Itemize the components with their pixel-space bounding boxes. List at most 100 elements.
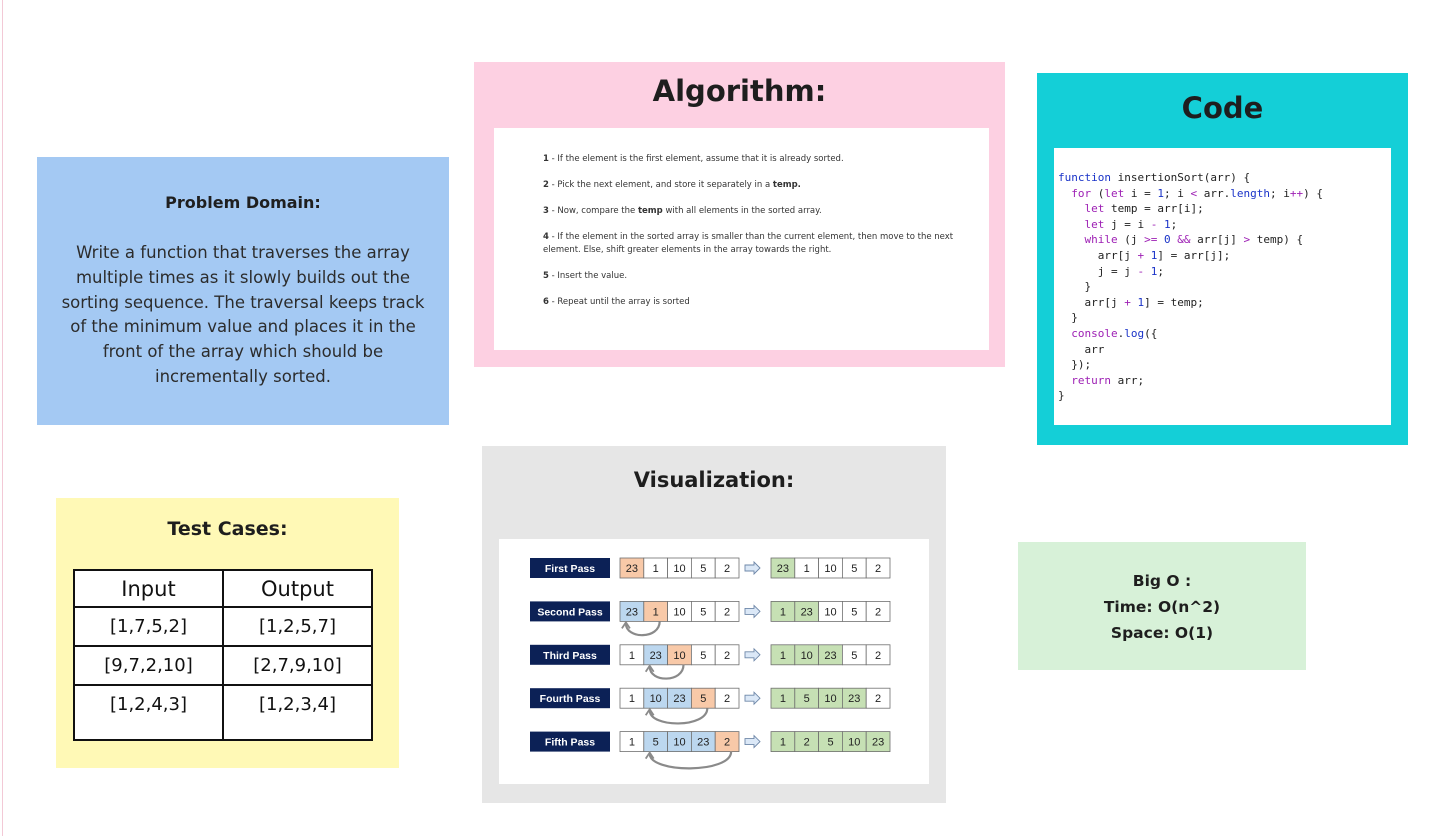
array-value-before: 2 — [724, 606, 730, 618]
code-block: function insertionSort(arr) { for (let i… — [1058, 170, 1323, 404]
space-complexity: Space: O(1) — [1110, 624, 1214, 642]
algorithm-step-text: - Repeat until the array is sorted — [548, 297, 690, 307]
big-o-card: Big O : Time: O(n^2) Space: O(1) — [1018, 542, 1306, 670]
pass-label: Fifth Pass — [545, 737, 595, 749]
array-value-before: 23 — [626, 606, 638, 618]
table-header-row: Input Output — [73, 569, 373, 608]
array-value-before: 1 — [629, 650, 635, 662]
array-value-after: 5 — [851, 563, 857, 575]
array-value-before: 10 — [673, 650, 685, 662]
code-line: console.log({ — [1071, 326, 1158, 340]
algorithm-step: 2 - Pick the next element, and store it … — [543, 179, 963, 192]
algorithm-step-number: 1 — [543, 154, 549, 164]
algorithm-steps-list: 1 - If the element is the first element,… — [543, 153, 963, 322]
array-value-after: 5 — [804, 693, 810, 705]
algorithm-step-text: - If the element in the sorted array is … — [543, 232, 954, 255]
algorithm-step-text: - Now, compare the — [548, 206, 638, 216]
code-line: }); — [1058, 358, 1092, 372]
algorithm-step: 5 - Insert the value. — [543, 270, 963, 283]
array-value-before: 2 — [724, 650, 730, 662]
swap-arc — [648, 664, 685, 680]
code-line: arr[j + 1] = temp; — [1084, 295, 1204, 309]
pass-label-box — [530, 688, 610, 709]
algorithm-card: Algorithm: 1 - If the element is the fir… — [474, 62, 1005, 367]
pass-label: Third Pass — [543, 650, 597, 662]
algorithm-title: Algorithm: — [652, 74, 827, 108]
array-value-after: 5 — [851, 606, 857, 618]
array-value-before: 1 — [653, 606, 659, 618]
input-cell: [1,2,4,3] — [73, 684, 224, 741]
table-row: [1,7,5,2] [1,2,5,7] — [73, 606, 373, 647]
algorithm-step: 3 - Now, compare the temp with all eleme… — [543, 205, 963, 218]
pass-label: First Pass — [545, 563, 595, 575]
right-arrow-icon — [744, 647, 761, 662]
output-cell: [1,2,3,4] — [222, 684, 373, 741]
problem-domain-title: Problem Domain: — [165, 193, 321, 212]
swap-arrowhead-icon — [621, 620, 631, 629]
array-cell-before — [714, 687, 740, 709]
array-value-before: 23 — [650, 650, 662, 662]
array-value-before: 5 — [653, 737, 659, 749]
algorithm-step-number: 2 — [543, 180, 549, 190]
array-cell-before — [714, 601, 740, 622]
array-cell-before — [714, 731, 740, 753]
array-value-before: 2 — [724, 693, 730, 705]
swap-arrowhead-icon — [644, 707, 655, 716]
array-cell-before — [714, 644, 740, 666]
test-cases-title: Test Cases: — [167, 518, 288, 540]
code-line: function insertionSort(arr) { — [1058, 171, 1251, 184]
problem-domain-text: Write a function that traverses the arra… — [61, 243, 425, 386]
table-row: [1,2,4,3] [1,2,3,4] — [73, 684, 373, 741]
array-value-before: 23 — [673, 693, 685, 705]
code-line: } — [1058, 280, 1092, 294]
table-row: [9,7,2,10] [2,7,9,10] — [73, 645, 373, 686]
array-value-after: 10 — [801, 650, 813, 662]
pass-label-box — [530, 644, 610, 665]
page-left-rule — [2, 0, 3, 836]
visualization-title: Visualization: — [633, 468, 795, 492]
array-value-before: 5 — [700, 563, 706, 575]
swap-arc — [648, 751, 733, 770]
algorithm-step-number: 3 — [543, 206, 549, 216]
array-value-after: 10 — [824, 606, 836, 618]
code-line: } — [1058, 389, 1065, 403]
time-complexity: Time: O(n^2) — [1103, 598, 1221, 616]
array-value-after: 2 — [875, 650, 881, 662]
output-cell: [2,7,9,10] — [222, 645, 373, 686]
output-header: Output — [222, 569, 373, 608]
code-line: for (let i = 1; i < arr.length; i++) { — [1071, 186, 1323, 200]
code-card: Code function insertionSort(arr) { for (… — [1037, 73, 1408, 445]
array-value-before: 10 — [673, 737, 685, 749]
algorithm-step: 1 - If the element is the first element,… — [543, 153, 963, 166]
array-value-before: 5 — [700, 606, 706, 618]
array-value-after: 23 — [824, 650, 836, 662]
algorithm-step-text: - Pick the next element, and store it se… — [548, 180, 773, 190]
array-value-before: 2 — [724, 563, 730, 575]
array-value-after: 23 — [872, 737, 884, 749]
code-title: Code — [1181, 91, 1264, 125]
algorithm-step-keyword: temp — [637, 206, 663, 216]
array-value-after: 2 — [875, 563, 881, 575]
array-value-before: 10 — [650, 693, 662, 705]
test-cases-table: Input Output [1,7,5,2] [1,2,5,7] [9,7,2,… — [73, 569, 373, 741]
array-value-after: 2 — [875, 606, 881, 618]
pass-label-box — [530, 731, 610, 752]
array-value-before: 1 — [629, 693, 635, 705]
array-value-after: 1 — [780, 737, 786, 749]
swap-arrowhead-icon — [644, 664, 655, 673]
array-value-after: 23 — [801, 606, 813, 618]
pass-label: Fourth Pass — [540, 693, 601, 705]
array-value-before: 1 — [629, 737, 635, 749]
array-value-after: 23 — [777, 563, 789, 575]
array-value-after: 10 — [848, 737, 860, 749]
algorithm-step-keyword: temp. — [772, 180, 801, 190]
algorithm-step-text: - If the element is the first element, a… — [548, 154, 844, 164]
algorithm-step-text: with all elements in the sorted array. — [662, 206, 822, 216]
algorithm-step-text: - Insert the value. — [548, 271, 628, 281]
array-cell-after — [865, 687, 891, 709]
pass-label-box — [530, 601, 610, 622]
array-cell-before — [714, 557, 740, 579]
array-value-after: 23 — [848, 693, 860, 705]
